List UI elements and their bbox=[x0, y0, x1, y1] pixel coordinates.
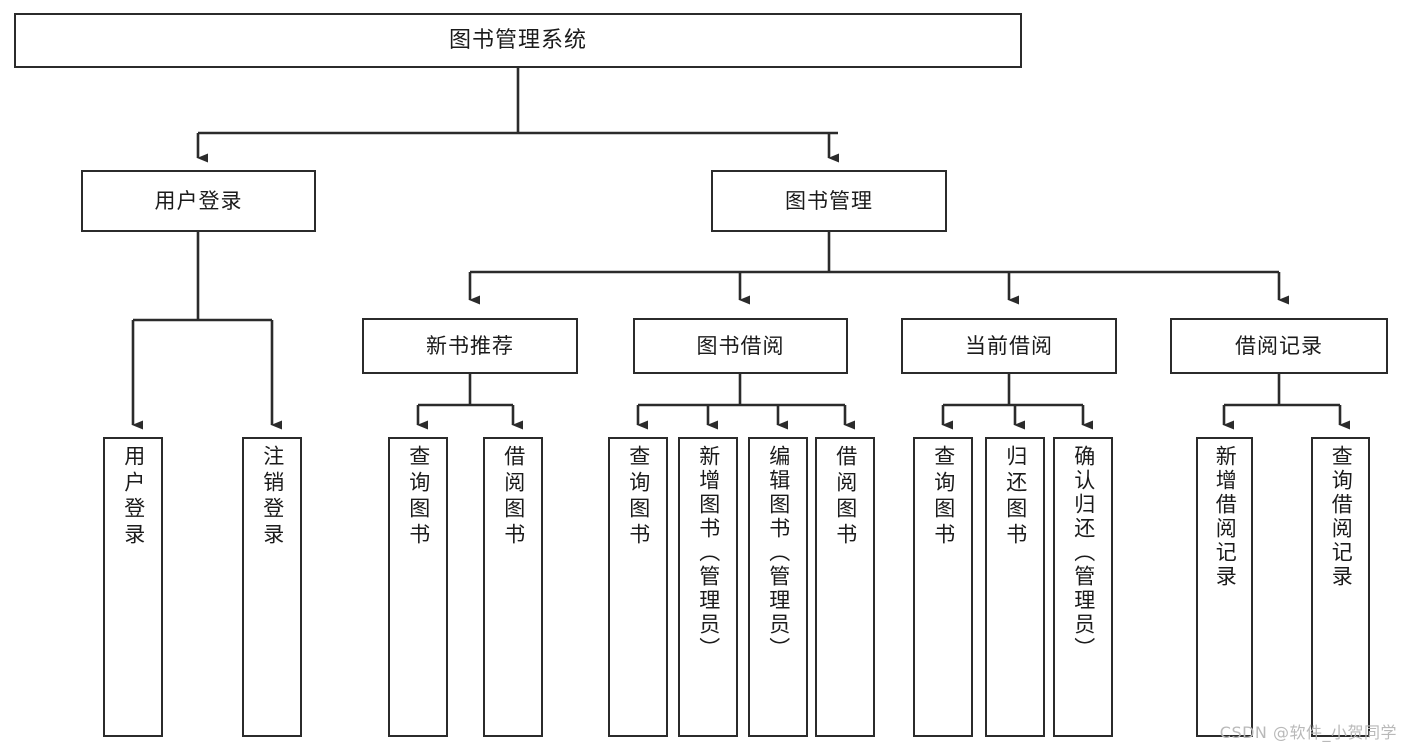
node-label: 新增借阅记录 bbox=[1213, 445, 1238, 589]
node-label: 用户登录 bbox=[154, 188, 243, 213]
node-leaf-return-book[interactable]: 归还图书 bbox=[985, 437, 1045, 737]
node-root-book-management-system[interactable]: 图书管理系统 bbox=[14, 13, 1022, 68]
node-leaf-logout-login[interactable]: 注销登录 bbox=[242, 437, 302, 737]
node-label: 图书管理系统 bbox=[448, 27, 587, 53]
node-label: 借阅图书 bbox=[833, 445, 858, 549]
node-leaf-edit-book[interactable]: 编辑图书（管理员） bbox=[748, 437, 808, 737]
node-user-login[interactable]: 用户登录 bbox=[81, 170, 316, 232]
node-label: 新增图书（管理员） bbox=[696, 445, 721, 661]
node-label: 查询图书 bbox=[626, 445, 651, 549]
csdn-watermark: CSDN @软件_小贺同学 bbox=[1219, 723, 1397, 742]
node-leaf-add-book[interactable]: 新增图书（管理员） bbox=[678, 437, 738, 737]
node-label: 查询图书 bbox=[406, 445, 431, 549]
node-book-borrow[interactable]: 图书借阅 bbox=[633, 318, 848, 374]
edge-book-management-to-level3 bbox=[468, 232, 1289, 305]
node-new-book-recommend[interactable]: 新书推荐 bbox=[362, 318, 578, 374]
edge-current-borrow-to-leaves bbox=[941, 374, 1093, 430]
node-label: 借阅记录 bbox=[1235, 333, 1323, 358]
node-label: 借阅图书 bbox=[501, 445, 526, 549]
node-leaf-user-login[interactable]: 用户登录 bbox=[103, 437, 163, 737]
node-leaf-query-book-recommend[interactable]: 查询图书 bbox=[388, 437, 448, 737]
node-label: 新书推荐 bbox=[426, 333, 514, 358]
node-leaf-confirm-return[interactable]: 确认归还（管理员） bbox=[1053, 437, 1113, 737]
node-label: 图书借阅 bbox=[696, 333, 785, 358]
node-leaf-borrow-book[interactable]: 借阅图书 bbox=[815, 437, 875, 737]
edge-book-borrow-to-leaves bbox=[636, 374, 855, 430]
node-label: 当前借阅 bbox=[965, 333, 1053, 358]
edge-root-to-level2 bbox=[196, 68, 839, 163]
edge-user-login-to-leaves bbox=[131, 232, 282, 430]
node-label: 查询借阅记录 bbox=[1329, 445, 1354, 589]
node-leaf-query-book-borrow[interactable]: 查询图书 bbox=[608, 437, 668, 737]
node-book-management[interactable]: 图书管理 bbox=[711, 170, 947, 232]
node-label: 图书管理 bbox=[785, 188, 873, 213]
node-leaf-borrow-book-recommend[interactable]: 借阅图书 bbox=[483, 437, 543, 737]
node-label: 查询图书 bbox=[931, 445, 956, 549]
edge-borrow-record-to-leaves bbox=[1222, 374, 1350, 430]
node-leaf-query-book-current[interactable]: 查询图书 bbox=[913, 437, 973, 737]
node-current-borrow[interactable]: 当前借阅 bbox=[901, 318, 1117, 374]
node-leaf-add-borrow-record[interactable]: 新增借阅记录 bbox=[1196, 437, 1253, 737]
node-leaf-query-borrow-record[interactable]: 查询借阅记录 bbox=[1311, 437, 1370, 737]
edge-new-book-recommend-to-leaves bbox=[416, 374, 523, 430]
node-label: 编辑图书（管理员） bbox=[766, 445, 791, 661]
node-label: 用户登录 bbox=[121, 445, 146, 549]
node-label: 确认归还（管理员） bbox=[1071, 445, 1096, 661]
node-label: 注销登录 bbox=[260, 445, 285, 549]
node-borrow-record[interactable]: 借阅记录 bbox=[1170, 318, 1388, 374]
node-label: 归还图书 bbox=[1003, 445, 1028, 549]
